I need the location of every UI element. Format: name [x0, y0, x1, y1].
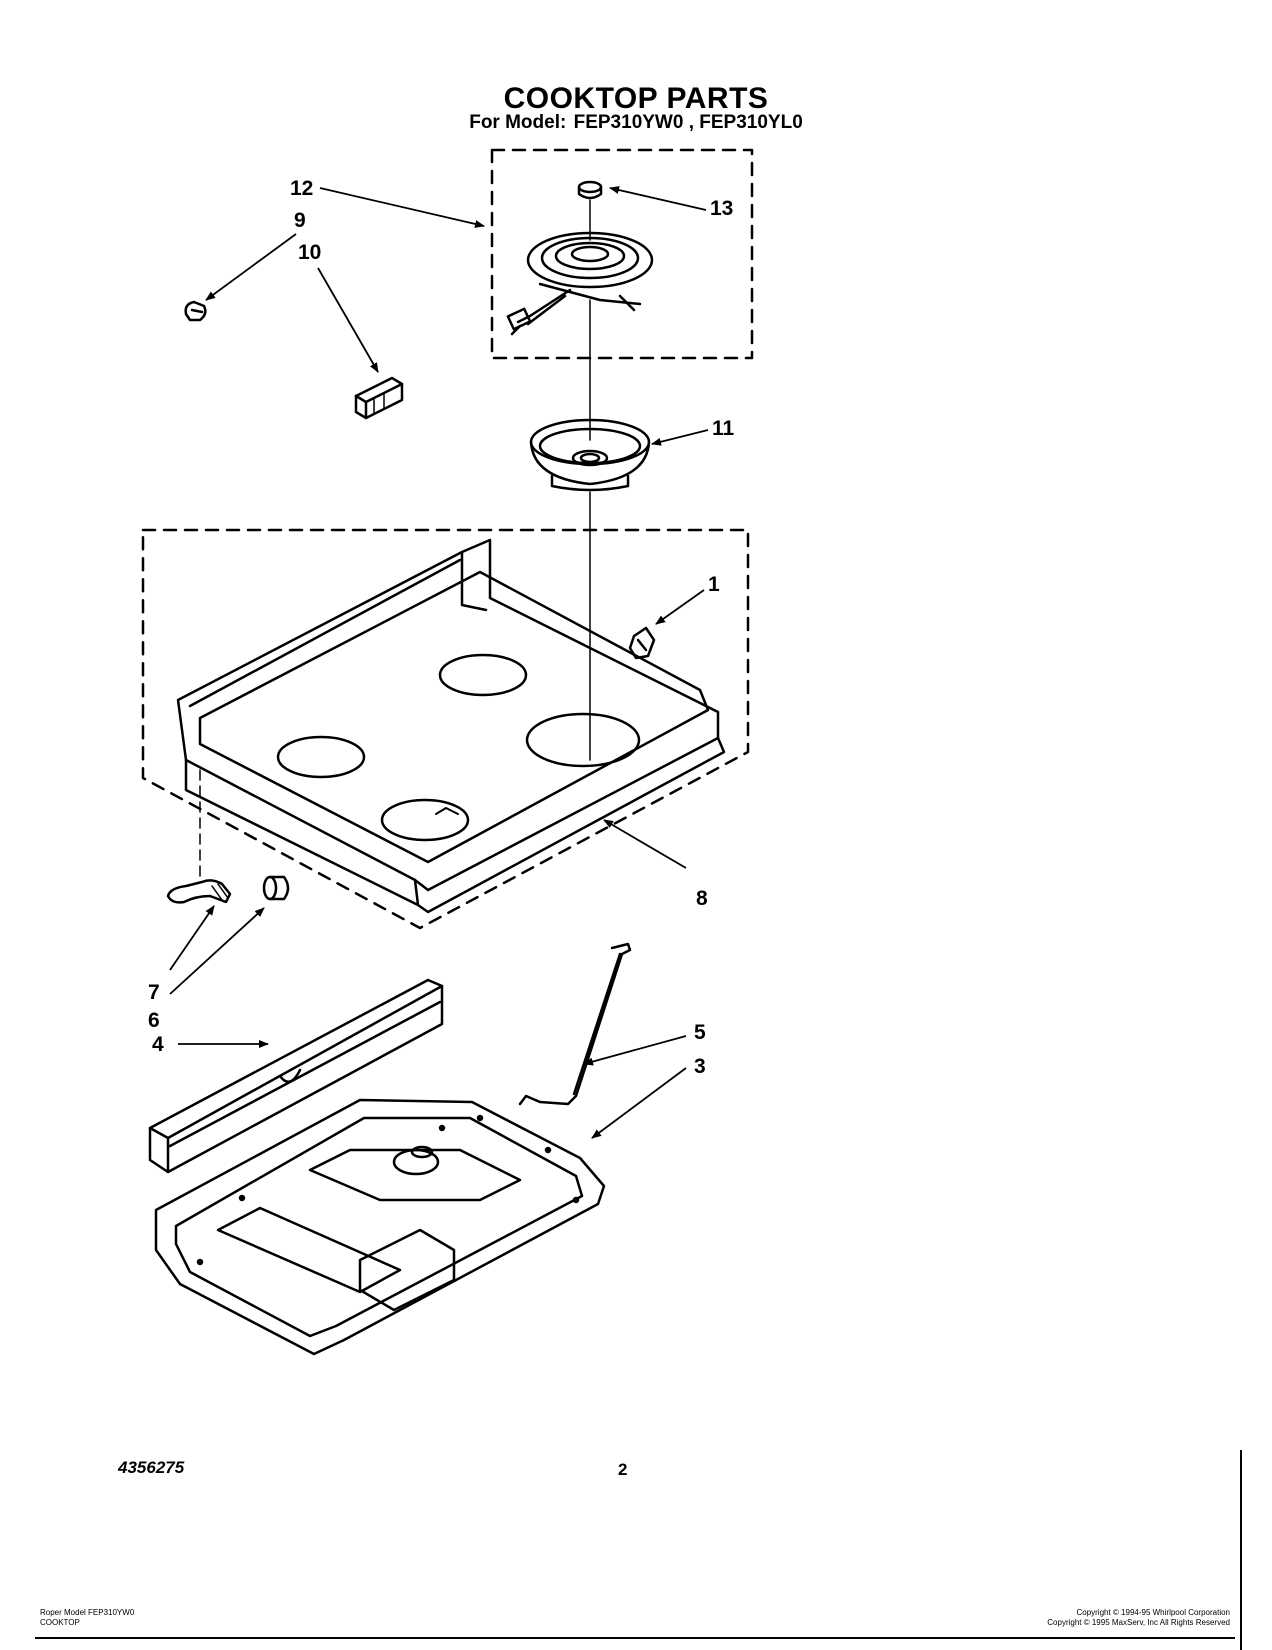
burner-box: [154, 1098, 606, 1356]
footer-left: Roper Model FEP310YW0 COOKTOP: [40, 1608, 134, 1628]
leader-7: [169, 905, 215, 971]
footer-left-line2: COOKTOP: [40, 1618, 80, 1627]
leader-8: [603, 819, 687, 869]
surface-element: [506, 231, 654, 336]
rod: [518, 942, 632, 1106]
document-number: 4356275: [118, 1458, 185, 1477]
callout-4: 4: [152, 1033, 164, 1056]
hinge: [166, 879, 232, 904]
cooktop-assembly-box: [141, 528, 750, 930]
bottom-rule: [35, 1637, 1235, 1639]
callout-5: 5: [694, 1021, 706, 1044]
page-title: COOKTOP PARTS: [503, 82, 769, 115]
footer-right-line1: Copyright © 1994-95 Whirlpool Corporatio…: [1076, 1608, 1230, 1617]
front-rail: [148, 978, 444, 1174]
leader-1: [655, 589, 705, 625]
leader-3: [591, 1067, 687, 1139]
model-line: For Model: FEP310YW0 , FEP310YL0: [0, 112, 1272, 134]
model-prefix: For Model:: [469, 112, 567, 133]
footer-right: Copyright © 1994-95 Whirlpool Corporatio…: [980, 1608, 1230, 1628]
drip-bowl: [529, 418, 651, 492]
model-numbers: FEP310YW0 , FEP310YL0: [573, 112, 803, 133]
leader-12: [319, 187, 485, 228]
leader-5: [583, 1035, 687, 1066]
clip: [628, 626, 656, 660]
callout-13: 13: [710, 197, 734, 220]
cooktop-main-top: [176, 538, 726, 914]
callout-3: 3: [694, 1055, 706, 1078]
callout-10: 10: [298, 241, 322, 264]
right-rule: [1240, 1450, 1242, 1650]
leader-10: [317, 267, 379, 373]
leader-13: [609, 186, 707, 211]
surface-unit-assembly-box: [490, 148, 754, 360]
footer-left-line1: Roper Model FEP310YW0: [40, 1608, 135, 1617]
bumper: [262, 875, 290, 901]
callout-11: 11: [712, 417, 735, 440]
callout-12: 12: [290, 177, 314, 200]
leader-11: [651, 429, 709, 446]
callout-8: 8: [696, 887, 708, 910]
element-stud: [577, 180, 603, 200]
page-number: 2: [618, 1460, 628, 1479]
callout-7: 7: [148, 981, 160, 1004]
callout-6: 6: [148, 1009, 160, 1032]
leader-6: [169, 907, 265, 995]
footer-right-line2: Copyright © 1995 MaxServ, Inc All Rights…: [1047, 1618, 1230, 1627]
connector: [184, 300, 207, 322]
callout-9: 9: [294, 209, 306, 232]
leader-9: [205, 233, 297, 301]
callout-1: 1: [708, 573, 720, 596]
terminal-block: [354, 376, 404, 420]
